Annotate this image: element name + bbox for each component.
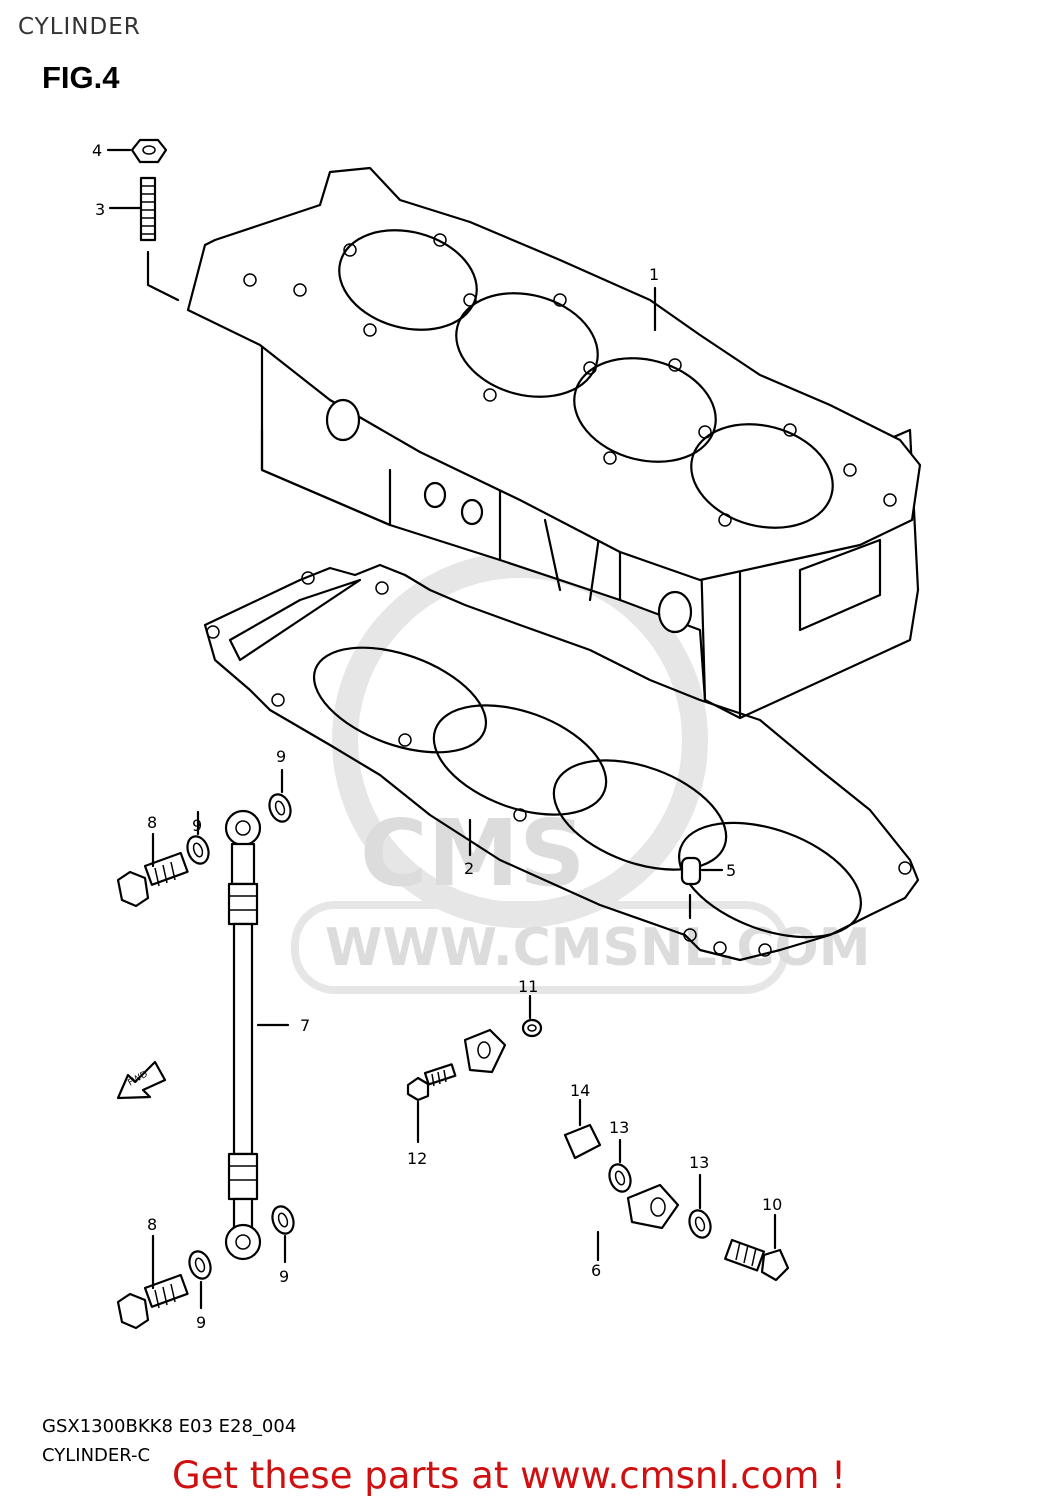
part-4-nut (130, 138, 168, 164)
callout-3: 3 (95, 200, 105, 219)
callout-9-d: 9 (196, 1313, 206, 1332)
callout-9-b: 9 (276, 747, 286, 766)
part-6-oil-pipe (463, 1028, 680, 1262)
part-1-cylinder-block (186, 166, 922, 720)
fwd-arrow-icon: FWD (116, 1060, 167, 1100)
callout-7: 7 (300, 1016, 310, 1035)
callout-8-lower: 8 (147, 1215, 157, 1234)
figure-label: FIG.4 (42, 60, 120, 95)
callout-11: 11 (518, 977, 538, 996)
callout-8-upper: 8 (147, 813, 157, 832)
part-13-washers (608, 1138, 712, 1239)
callout-10: 10 (762, 1195, 782, 1214)
callout-6: 6 (591, 1261, 601, 1280)
part-3-stud (139, 176, 180, 302)
watermark: CMS WWW.CMSNL.COM (291, 552, 870, 994)
page-header-title: CYLINDER (18, 14, 141, 40)
part-8-union-bolt-upper (116, 851, 189, 908)
part-8-union-bolt-lower (116, 1273, 189, 1330)
get-parts-link[interactable]: Get these parts at www.cmsnl.com ! (172, 1454, 847, 1497)
callout-13-a: 13 (609, 1118, 629, 1137)
callout-1: 1 (649, 265, 659, 284)
part-7-oil-hose (224, 809, 290, 1261)
callout-4: 4 (92, 141, 102, 160)
callout-5: 5 (726, 861, 736, 880)
callout-9-c: 9 (279, 1267, 289, 1286)
part-12-bolt (406, 1063, 457, 1144)
diagram-code: GSX1300BKK8 E03 E28_004 (42, 1416, 297, 1437)
callout-13-b: 13 (689, 1153, 709, 1172)
watermark-logo: CMS (360, 800, 585, 907)
callout-12: 12 (407, 1149, 427, 1168)
block-bolt-holes (243, 233, 897, 527)
diagram-subtitle: CYLINDER-C (42, 1445, 151, 1466)
callout-9-a: 9 (192, 816, 202, 835)
part-2-base-gasket (203, 563, 920, 962)
part-9-washers (186, 768, 295, 1310)
part-10-union-bolt (724, 1213, 790, 1282)
watermark-url: WWW.CMSNL.COM (325, 918, 870, 978)
part-5-dowel-pin (680, 856, 702, 920)
part-11-o-ring (521, 994, 543, 1038)
callout-2: 2 (464, 859, 474, 878)
part-14-cap (563, 1098, 602, 1160)
callout-14: 14 (570, 1081, 590, 1100)
